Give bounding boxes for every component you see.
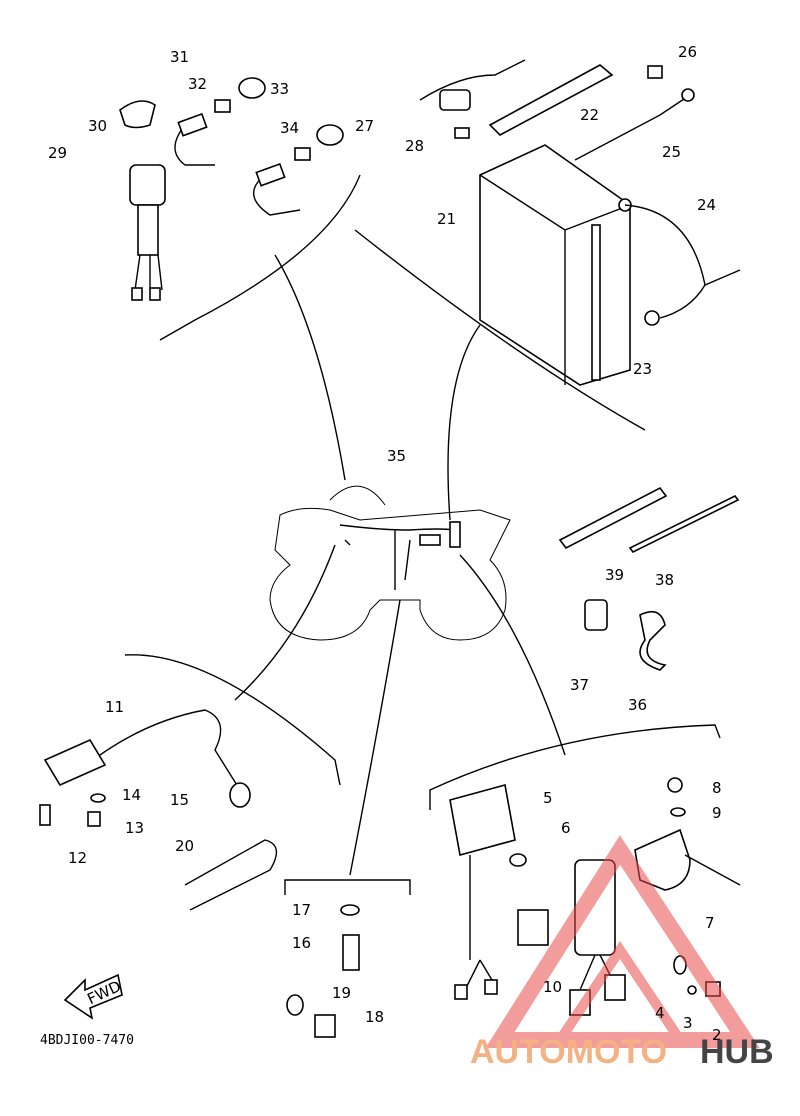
callout-3: 3 xyxy=(683,1014,693,1032)
ignition-coil xyxy=(43,709,251,808)
watermark-text-2: HUB xyxy=(700,1033,774,1071)
callout-13: 13 xyxy=(125,819,144,837)
callout-21: 21 xyxy=(437,210,456,228)
callout-38: 38 xyxy=(655,571,674,589)
group-bracket-coil xyxy=(124,654,341,786)
battery xyxy=(479,144,741,386)
group-bracket-rectifier xyxy=(429,724,721,810)
group-bracket-ignition xyxy=(159,174,361,341)
clamp xyxy=(584,599,608,631)
cable-tie xyxy=(558,486,668,550)
callout-28: 28 xyxy=(405,137,424,155)
fwd-arrow: FWD xyxy=(63,973,124,1020)
starter-relay xyxy=(419,59,526,139)
leader-line xyxy=(234,544,336,701)
callout-20: 20 xyxy=(175,837,194,855)
callout-18: 18 xyxy=(365,1008,384,1026)
callout-35: 35 xyxy=(387,447,406,465)
callout-37: 37 xyxy=(570,676,589,694)
callout-26: 26 xyxy=(678,43,697,61)
watermark-text-1: AUTOMOTO xyxy=(470,1033,667,1071)
callout-15: 15 xyxy=(170,791,189,809)
callout-9: 9 xyxy=(712,804,722,822)
callout-19: 19 xyxy=(332,984,351,1002)
group-bracket-plug xyxy=(284,879,411,895)
callout-25: 25 xyxy=(662,143,681,161)
callout-10: 10 xyxy=(543,978,562,996)
pickup-sensor xyxy=(634,828,741,891)
callout-4: 4 xyxy=(655,1004,665,1022)
callout-12: 12 xyxy=(68,849,87,867)
callout-39: 39 xyxy=(605,566,624,584)
callout-32: 32 xyxy=(188,75,207,93)
callout-22: 22 xyxy=(580,106,599,124)
callout-34: 34 xyxy=(280,119,299,137)
leader-line xyxy=(459,554,566,756)
main-switch xyxy=(119,100,166,301)
ignition-cables xyxy=(174,77,344,216)
diagram-code: 4BDJI00-7470 xyxy=(40,1033,134,1048)
relay xyxy=(517,909,549,946)
bolt xyxy=(39,804,51,826)
key-cap xyxy=(119,100,156,129)
callout-31: 31 xyxy=(170,48,189,66)
callout-16: 16 xyxy=(292,934,311,952)
battery-lead xyxy=(574,94,691,161)
group-bracket-battery xyxy=(354,229,646,431)
callout-36: 36 xyxy=(628,696,647,714)
frame-outline xyxy=(269,485,511,641)
callout-24: 24 xyxy=(697,196,716,214)
callout-8: 8 xyxy=(712,779,722,797)
callout-27: 27 xyxy=(355,117,374,135)
ground-lead xyxy=(184,839,278,911)
fwd-label: FWD xyxy=(84,977,123,1008)
holder xyxy=(639,610,667,671)
callout-11: 11 xyxy=(105,698,124,716)
spark-plug xyxy=(342,934,360,971)
callout-14: 14 xyxy=(122,786,141,804)
callout-17: 17 xyxy=(292,901,311,919)
callout-30: 30 xyxy=(88,117,107,135)
callout-7: 7 xyxy=(705,914,715,932)
battery-band xyxy=(488,64,614,136)
leader-line xyxy=(274,254,346,481)
callout-33: 33 xyxy=(270,80,289,98)
leader-line xyxy=(349,599,401,876)
callout-29: 29 xyxy=(48,144,67,162)
watermark-logo xyxy=(485,835,760,1048)
sensor xyxy=(314,1014,336,1038)
rectifier-regulator xyxy=(449,783,516,1000)
cable-tie-long xyxy=(628,494,740,554)
callout-6: 6 xyxy=(561,819,571,837)
bolt xyxy=(87,811,101,827)
bolt xyxy=(647,65,663,79)
callout-23: 23 xyxy=(633,360,652,378)
leader-line xyxy=(447,324,481,521)
callout-5: 5 xyxy=(543,789,553,807)
washer xyxy=(90,793,106,803)
callout-2: 2 xyxy=(712,1026,722,1044)
